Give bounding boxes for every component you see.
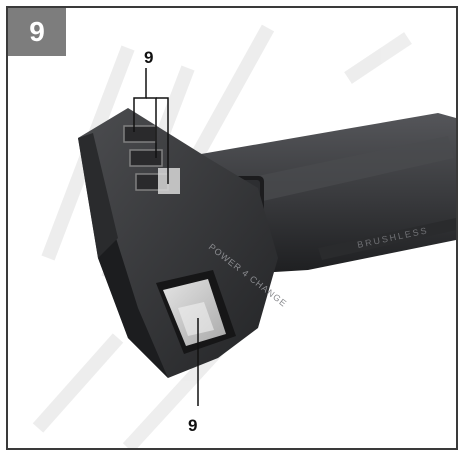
callout-bottom-label: 9 [188,416,198,435]
figure-number-badge: 9 [8,8,66,56]
figure-frame: BRUSHLESS 6 POWER 4 CHANGE [6,6,458,450]
tool-illustration: BRUSHLESS 6 POWER 4 CHANGE [32,24,456,448]
callout-top-label: 9 [144,48,154,67]
tool-head: POWER 4 CHANGE [78,108,289,378]
callout-leaders [133,68,199,406]
top-contacts [123,125,180,194]
front-contact-plate [156,270,236,354]
